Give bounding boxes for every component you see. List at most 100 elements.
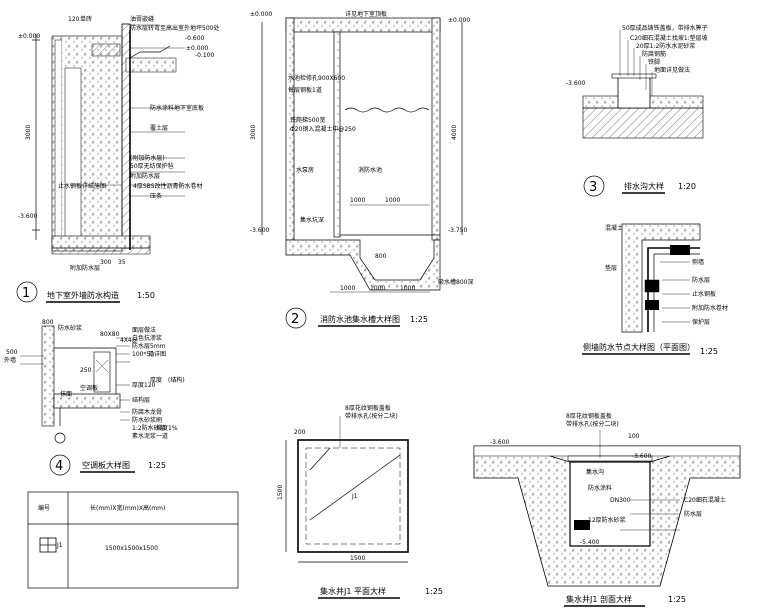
d6-note-3: 1500: [350, 555, 365, 562]
table-pit-code: J1: [56, 542, 63, 549]
d3-note-1: C20细石混凝土找坡1:垫层坡: [630, 34, 708, 42]
d1-note-7: -0.100: [195, 52, 215, 59]
d1-note-10: 止水钢板详结施图: [58, 182, 106, 190]
detail-1-basement-wall: 120 单砖 油膏嵌缝 -0.600 防水层转弯至高出室外地坪500处 ±0.0…: [16, 15, 219, 303]
d4-note-10: 抹面: [60, 390, 72, 398]
d5-note-0: 垫层: [605, 264, 617, 272]
detail-2-fire-pool: ±0.000 详见地下室顶板 ±0.000 水池检修孔900X600 每层钢板1…: [250, 10, 473, 329]
sump-pit: [285, 239, 441, 291]
d1-callout-num: 1: [22, 286, 30, 301]
d2-dim-0: 3000: [250, 125, 257, 140]
d4-note-14: 4X4@: [120, 337, 138, 344]
d2-note-6: Φ20钢入混凝土中@250: [290, 125, 356, 133]
d4-note-20: (结构): [168, 376, 185, 384]
d6-scale: 1:25: [425, 587, 443, 596]
exterior-wall: [41, 325, 55, 427]
d7-note-7: C20细石混凝土: [684, 496, 726, 504]
d7-scale: 1:25: [668, 595, 686, 604]
d7-note-9: -3.600: [632, 453, 652, 460]
d1-dim-0: 3000: [25, 125, 32, 140]
d7-note-8: 防水层: [684, 510, 702, 518]
d7-note-3: -3.600: [490, 439, 510, 446]
d4-note-9: 空调板: [80, 384, 98, 392]
d3-title: 排水沟大样: [624, 181, 664, 191]
d6-note-4: 1500: [277, 485, 284, 500]
d5-note-4: 附加防水卷材: [692, 304, 728, 312]
d3-note-3: 防腐钢筋: [642, 50, 666, 58]
d2-note-15: 1000: [340, 285, 355, 292]
d2-note-1: 详见地下室顶板: [345, 10, 387, 18]
d4-note-4: 白色抗渗浆: [132, 334, 162, 342]
d4-note-8: 厚度120: [132, 381, 156, 389]
d2-note-18: 吸水槽800深: [438, 278, 473, 286]
d2-note-12: 1000: [350, 197, 365, 204]
waterproof-layer: [121, 23, 131, 249]
d2-callout-circle: [285, 307, 307, 329]
table-header-code: 编号: [38, 504, 50, 512]
d4-note-12: 80X80: [100, 331, 120, 338]
d2-note-4: 每层钢板1道: [288, 86, 322, 94]
d2-title: 消防水池集水槽大样图: [320, 314, 400, 324]
detail-6-sump-plan: 8厚花纹钢板盖板 带排水孔(按分二块) J1 1500 1500 200 集水井…: [277, 404, 443, 599]
d7-note-10: 12厚防水砂浆: [588, 516, 626, 524]
d1-note-17: 附加防水层: [70, 264, 100, 272]
d2-note-11: 集水坑深: [300, 216, 324, 224]
table-header-size: 长(mm)X宽(mm)X高(mm): [90, 504, 165, 512]
d1-note-12: 50厚无纺保护毡: [130, 162, 174, 170]
d3-callout-num: 3: [589, 180, 597, 195]
d4-note-1: 防水砂浆: [58, 324, 82, 332]
d6-note-5: 200: [294, 429, 306, 436]
d4-note-6: 100*50: [132, 351, 154, 358]
d4-note-2: 外墙: [4, 356, 16, 364]
d4-note-13: 防腐木龙骨: [132, 408, 162, 416]
d5-scale: 1:25: [700, 347, 718, 356]
d6-title: 集水井J1 平面大样: [320, 586, 386, 596]
d1-note-18: 300: [100, 259, 112, 266]
d6-note-1: 带排水孔(按分二块): [345, 412, 398, 420]
partition-wall: [333, 31, 341, 238]
d1-note-9: 覆土层: [150, 124, 168, 132]
channel: [617, 78, 651, 109]
d7-note-2: 100: [628, 433, 640, 440]
table-pit-size: 1500x1500x1500: [105, 545, 158, 552]
d4-note-22: 250: [80, 367, 92, 374]
d7-note-4: 集水沟: [586, 468, 604, 476]
detail-4-ac-platform: 800 防水砂浆 外墙 面层做法 白色抗渗浆 防水层5mm 100*50 见详图…: [4, 319, 239, 589]
d7-note-5: DN300: [610, 497, 631, 504]
d2-note-17: 1000: [400, 285, 415, 292]
d3-note-6: -3.600: [566, 80, 586, 87]
d1-note-16: -3.600: [18, 213, 38, 220]
d2-dim-1: 4000: [451, 125, 458, 140]
d1-note-19: 35: [118, 259, 126, 266]
d7-note-11: -5.400: [580, 539, 600, 546]
d7-note-6: 防水涂料: [588, 484, 612, 492]
d7-note-1: 带排水孔(按分二块): [566, 420, 619, 428]
roof-slab: [285, 17, 441, 33]
d2-callout-num: 2: [291, 312, 299, 327]
d4-note-0: 800: [42, 319, 54, 326]
d2-note-0: ±0.000: [250, 11, 272, 18]
d3-note-5: 地面详见做法: [654, 66, 690, 74]
pit-table: 编号 长(mm)X宽(mm)X高(mm) J1 1500x1500x1500: [27, 491, 239, 589]
d1-note-3: -0.600: [185, 35, 205, 42]
d4-note-11: 结构层: [132, 396, 150, 404]
detail-7-sump-section: 8厚花纹钢板盖板 带排水孔(按分二块) 100 -3.600 集水沟 DN300…: [473, 412, 741, 607]
d4-callout-circle: [49, 454, 71, 476]
cover-plate: [567, 455, 653, 462]
d3-note-4: 铁脚: [648, 58, 660, 66]
d2-note-16: 1000: [370, 285, 385, 292]
d1-note-2: 油膏嵌缝: [130, 15, 154, 23]
d3-scale: 1:20: [678, 182, 696, 191]
d4-scale: 1:25: [148, 461, 166, 470]
d5-title: 侧墙防水节点大样图（平面图）: [583, 342, 695, 352]
d4-note-16: 1:2防水砂浆: [132, 424, 166, 432]
d5-note-2: 防水层: [692, 276, 710, 284]
d2-note-2: ±0.000: [448, 17, 470, 24]
d4-note-5: 防水层5mm: [132, 342, 166, 350]
d6-note-0: 8厚花纹钢板盖板: [345, 404, 391, 412]
detail-5-side-wall: 垫层 侧墙 防水层 止水钢板 附加防水卷材 保护层 混凝土 侧墙防水节点大样图（…: [582, 223, 728, 356]
d5-note-5: 保护层: [692, 318, 710, 326]
d2-note-5: 铁爬梯500宽: [290, 116, 325, 124]
d1-note-5: ±0.000: [18, 33, 40, 40]
